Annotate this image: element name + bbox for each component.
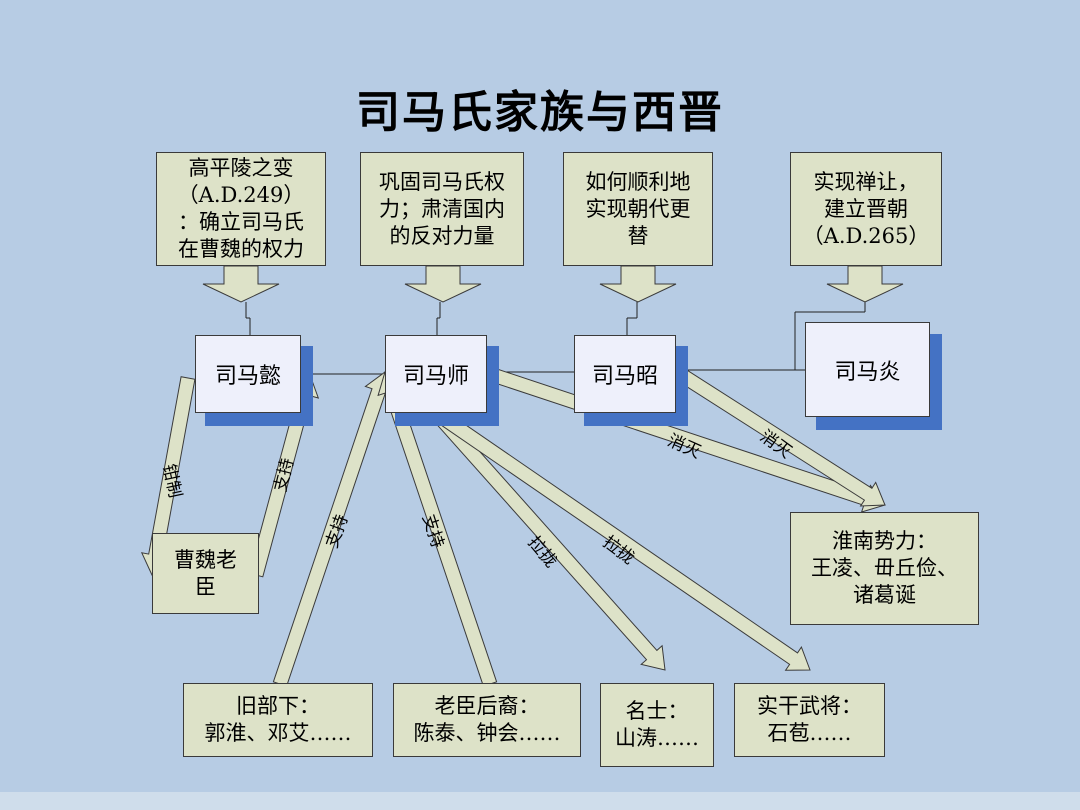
event-text: 如何顺利地 实现朝代更 替 [586,169,691,250]
group-line: 旧部下： [236,694,320,718]
group-text: 淮南势力： 王凌、毌丘俭、 诸葛诞 [811,528,958,609]
event-line: 高平陵之变 [188,156,294,180]
event-line: 实现禅让， [813,169,919,194]
group-line: 曹魏老 [174,547,237,572]
event-text: 巩固司马氏权 力；肃清国内 的反对力量 [379,169,505,250]
event-line: 如何顺利地 [585,169,691,194]
person-label: 司马师 [402,364,469,389]
event-line: 力；肃清国内 [379,196,505,221]
block-arrow [431,406,811,671]
event-text: 实现禅让， 建立晋朝 （A.D.265） [803,169,930,250]
group-text: 实干武将： 石苞…… [757,693,862,747]
event-box-shanrang: 实现禅让， 建立晋朝 （A.D.265） [790,152,942,266]
event-text: 高平陵之变 （A.D.249） ：确立司马氏 在曹魏的权力 [178,155,305,263]
group-text: 名士： 山涛…… [615,698,699,752]
event-box-gonggu: 巩固司马氏权 力；肃清国内 的反对力量 [360,152,524,266]
person-box-simayi: 司马懿 [195,335,301,413]
event-line: ：确立司马氏 [178,210,304,234]
person-box-simazhao: 司马昭 [574,335,676,413]
group-box-laochen: 老臣后裔： 陈泰、钟会…… [393,683,581,757]
group-box-shigan: 实干武将： 石苞…… [734,683,885,757]
group-text: 旧部下： 郭淮、邓艾…… [205,693,352,747]
group-text: 老臣后裔： 陈泰、钟会…… [414,693,561,747]
person-label: 司马昭 [591,364,658,389]
footer-bar [0,792,1080,810]
person-label: 司马炎 [834,359,901,385]
block-arrow [675,367,886,507]
group-line: 臣 [195,574,216,599]
group-line: 淮南势力： [832,529,937,553]
event-box-gaopingling: 高平陵之变 （A.D.249） ：确立司马氏 在曹魏的权力 [156,152,326,266]
person-label: 司马懿 [214,364,281,389]
group-line: 郭淮、邓艾…… [204,721,352,745]
event-line: （A.D.249） [177,183,305,207]
person-box-simayan: 司马炎 [805,322,930,417]
event-line: 实现朝代更 [585,196,691,221]
group-line: 实干武将： [757,694,862,718]
group-text: 曹魏老 臣 [174,547,237,601]
person-box-simashi: 司马师 [385,335,487,413]
down-block-arrow [404,265,482,303]
event-line: 建立晋朝 [824,196,908,221]
group-line: 名士： [625,699,689,723]
down-block-arrow [599,265,677,303]
down-block-arrow [202,265,280,303]
page-title: 司马氏家族与西晋 [356,87,724,138]
down-block-arrow [826,265,904,303]
group-box-huainan: 淮南势力： 王凌、毌丘俭、 诸葛诞 [790,512,979,625]
group-line: 山涛…… [615,726,699,750]
group-line: 老臣后裔： [434,694,540,718]
event-line: 巩固司马氏权 [379,169,505,194]
group-line: 王凌、毌丘俭、 [811,556,958,580]
event-line: 替 [627,223,649,248]
group-line: 石苞…… [767,721,852,745]
group-line: 陈泰、钟会…… [413,721,561,745]
group-box-caowei: 曹魏老 臣 [152,533,259,614]
event-line: （A.D.265） [802,223,930,248]
event-line: 在曹魏的权力 [178,237,304,261]
group-box-jiubuxia: 旧部下： 郭淮、邓艾…… [183,683,373,757]
group-line: 诸葛诞 [853,583,916,607]
group-box-mingshi: 名士： 山涛…… [600,683,714,767]
event-line: 的反对力量 [389,223,495,248]
event-box-shunli: 如何顺利地 实现朝代更 替 [563,152,713,266]
